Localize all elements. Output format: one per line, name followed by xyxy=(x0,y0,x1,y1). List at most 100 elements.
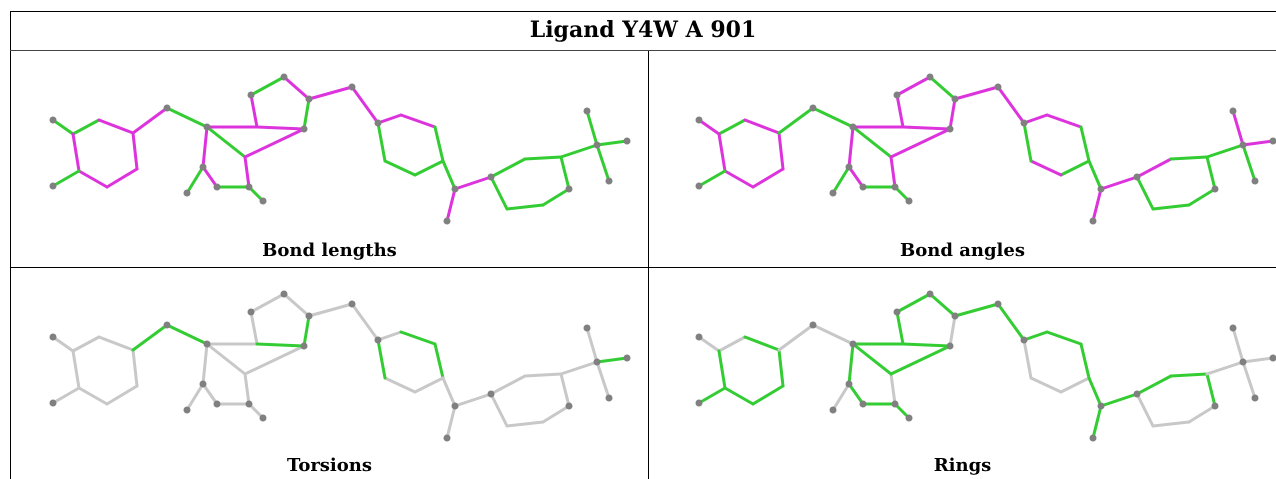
bond xyxy=(445,404,457,440)
bond xyxy=(249,310,259,346)
bond xyxy=(489,392,509,428)
bond xyxy=(282,292,311,318)
panel-bond-lengths: Bond lengths xyxy=(11,51,648,267)
bond xyxy=(1135,157,1173,179)
bond xyxy=(399,330,437,346)
bond xyxy=(249,292,286,314)
bond xyxy=(1029,159,1063,177)
atom xyxy=(893,308,901,316)
bond xyxy=(889,372,897,406)
bond xyxy=(249,93,259,129)
atom xyxy=(1229,107,1237,115)
atom xyxy=(1020,119,1028,127)
bond xyxy=(302,97,311,131)
atom xyxy=(1251,394,1259,402)
bond xyxy=(559,155,571,191)
bond xyxy=(1241,139,1275,147)
atom xyxy=(300,342,308,350)
bond xyxy=(953,302,1000,318)
bond xyxy=(777,348,785,388)
atom xyxy=(1089,217,1097,225)
bond xyxy=(97,335,135,352)
bond xyxy=(131,106,169,135)
atom xyxy=(245,183,253,191)
bond xyxy=(51,169,81,188)
atom xyxy=(1269,354,1276,362)
bond xyxy=(243,372,251,406)
atom xyxy=(199,380,207,388)
atom xyxy=(695,333,703,341)
atom xyxy=(951,95,959,103)
atom xyxy=(1229,324,1237,332)
bond xyxy=(895,292,932,314)
atom xyxy=(593,141,601,149)
bond xyxy=(131,348,139,388)
bond xyxy=(895,75,932,97)
bond xyxy=(1099,175,1139,191)
bond xyxy=(901,125,952,131)
left-border xyxy=(10,11,11,479)
bond xyxy=(847,125,855,169)
bond xyxy=(777,131,785,171)
bond xyxy=(71,132,81,173)
atom xyxy=(583,324,591,332)
bond xyxy=(1205,143,1245,159)
bond xyxy=(505,203,545,211)
bond xyxy=(948,97,957,131)
atom xyxy=(348,83,356,91)
bond xyxy=(895,310,905,346)
bond xyxy=(77,386,109,406)
atom xyxy=(259,197,267,205)
atom xyxy=(1239,358,1247,366)
bond xyxy=(51,386,81,405)
atom xyxy=(926,290,934,298)
bond xyxy=(751,384,785,406)
atom xyxy=(305,95,313,103)
bond xyxy=(441,159,457,191)
atom xyxy=(305,312,313,320)
bond xyxy=(350,85,380,125)
atom xyxy=(1211,402,1219,410)
atom xyxy=(829,189,837,197)
bond xyxy=(307,85,354,101)
bond xyxy=(131,131,139,171)
atom xyxy=(1097,185,1105,193)
bond xyxy=(996,85,1026,125)
bond xyxy=(889,344,952,376)
bond xyxy=(105,384,139,406)
bond xyxy=(445,187,457,223)
bond xyxy=(201,165,219,189)
bond xyxy=(697,169,727,188)
bond xyxy=(71,118,101,136)
atom xyxy=(487,173,495,181)
atom xyxy=(623,137,631,145)
bond xyxy=(717,349,727,390)
bond xyxy=(595,143,611,183)
molecule-bond-angles xyxy=(695,73,1276,225)
bond xyxy=(595,356,629,364)
panel-bond-angles: Bond angles xyxy=(649,51,1276,267)
atom xyxy=(994,83,1002,91)
bond xyxy=(282,75,311,101)
atom xyxy=(1020,336,1028,344)
bond xyxy=(831,382,851,412)
atom xyxy=(905,414,913,422)
bond xyxy=(1241,143,1257,183)
bond xyxy=(717,132,727,173)
bond xyxy=(595,360,611,400)
atom xyxy=(247,91,255,99)
atom xyxy=(951,312,959,320)
atom xyxy=(1089,434,1097,442)
bond xyxy=(1135,392,1155,428)
bond xyxy=(1091,404,1103,440)
middle-divider xyxy=(10,267,1276,268)
panel-caption: Bond angles xyxy=(900,240,1025,261)
atom xyxy=(695,399,703,407)
bond xyxy=(751,167,785,189)
bond xyxy=(1231,326,1245,364)
bond xyxy=(1205,155,1217,191)
bond xyxy=(559,360,599,376)
panel-rings: Rings xyxy=(649,268,1276,479)
bond xyxy=(51,118,75,136)
atom xyxy=(213,183,221,191)
